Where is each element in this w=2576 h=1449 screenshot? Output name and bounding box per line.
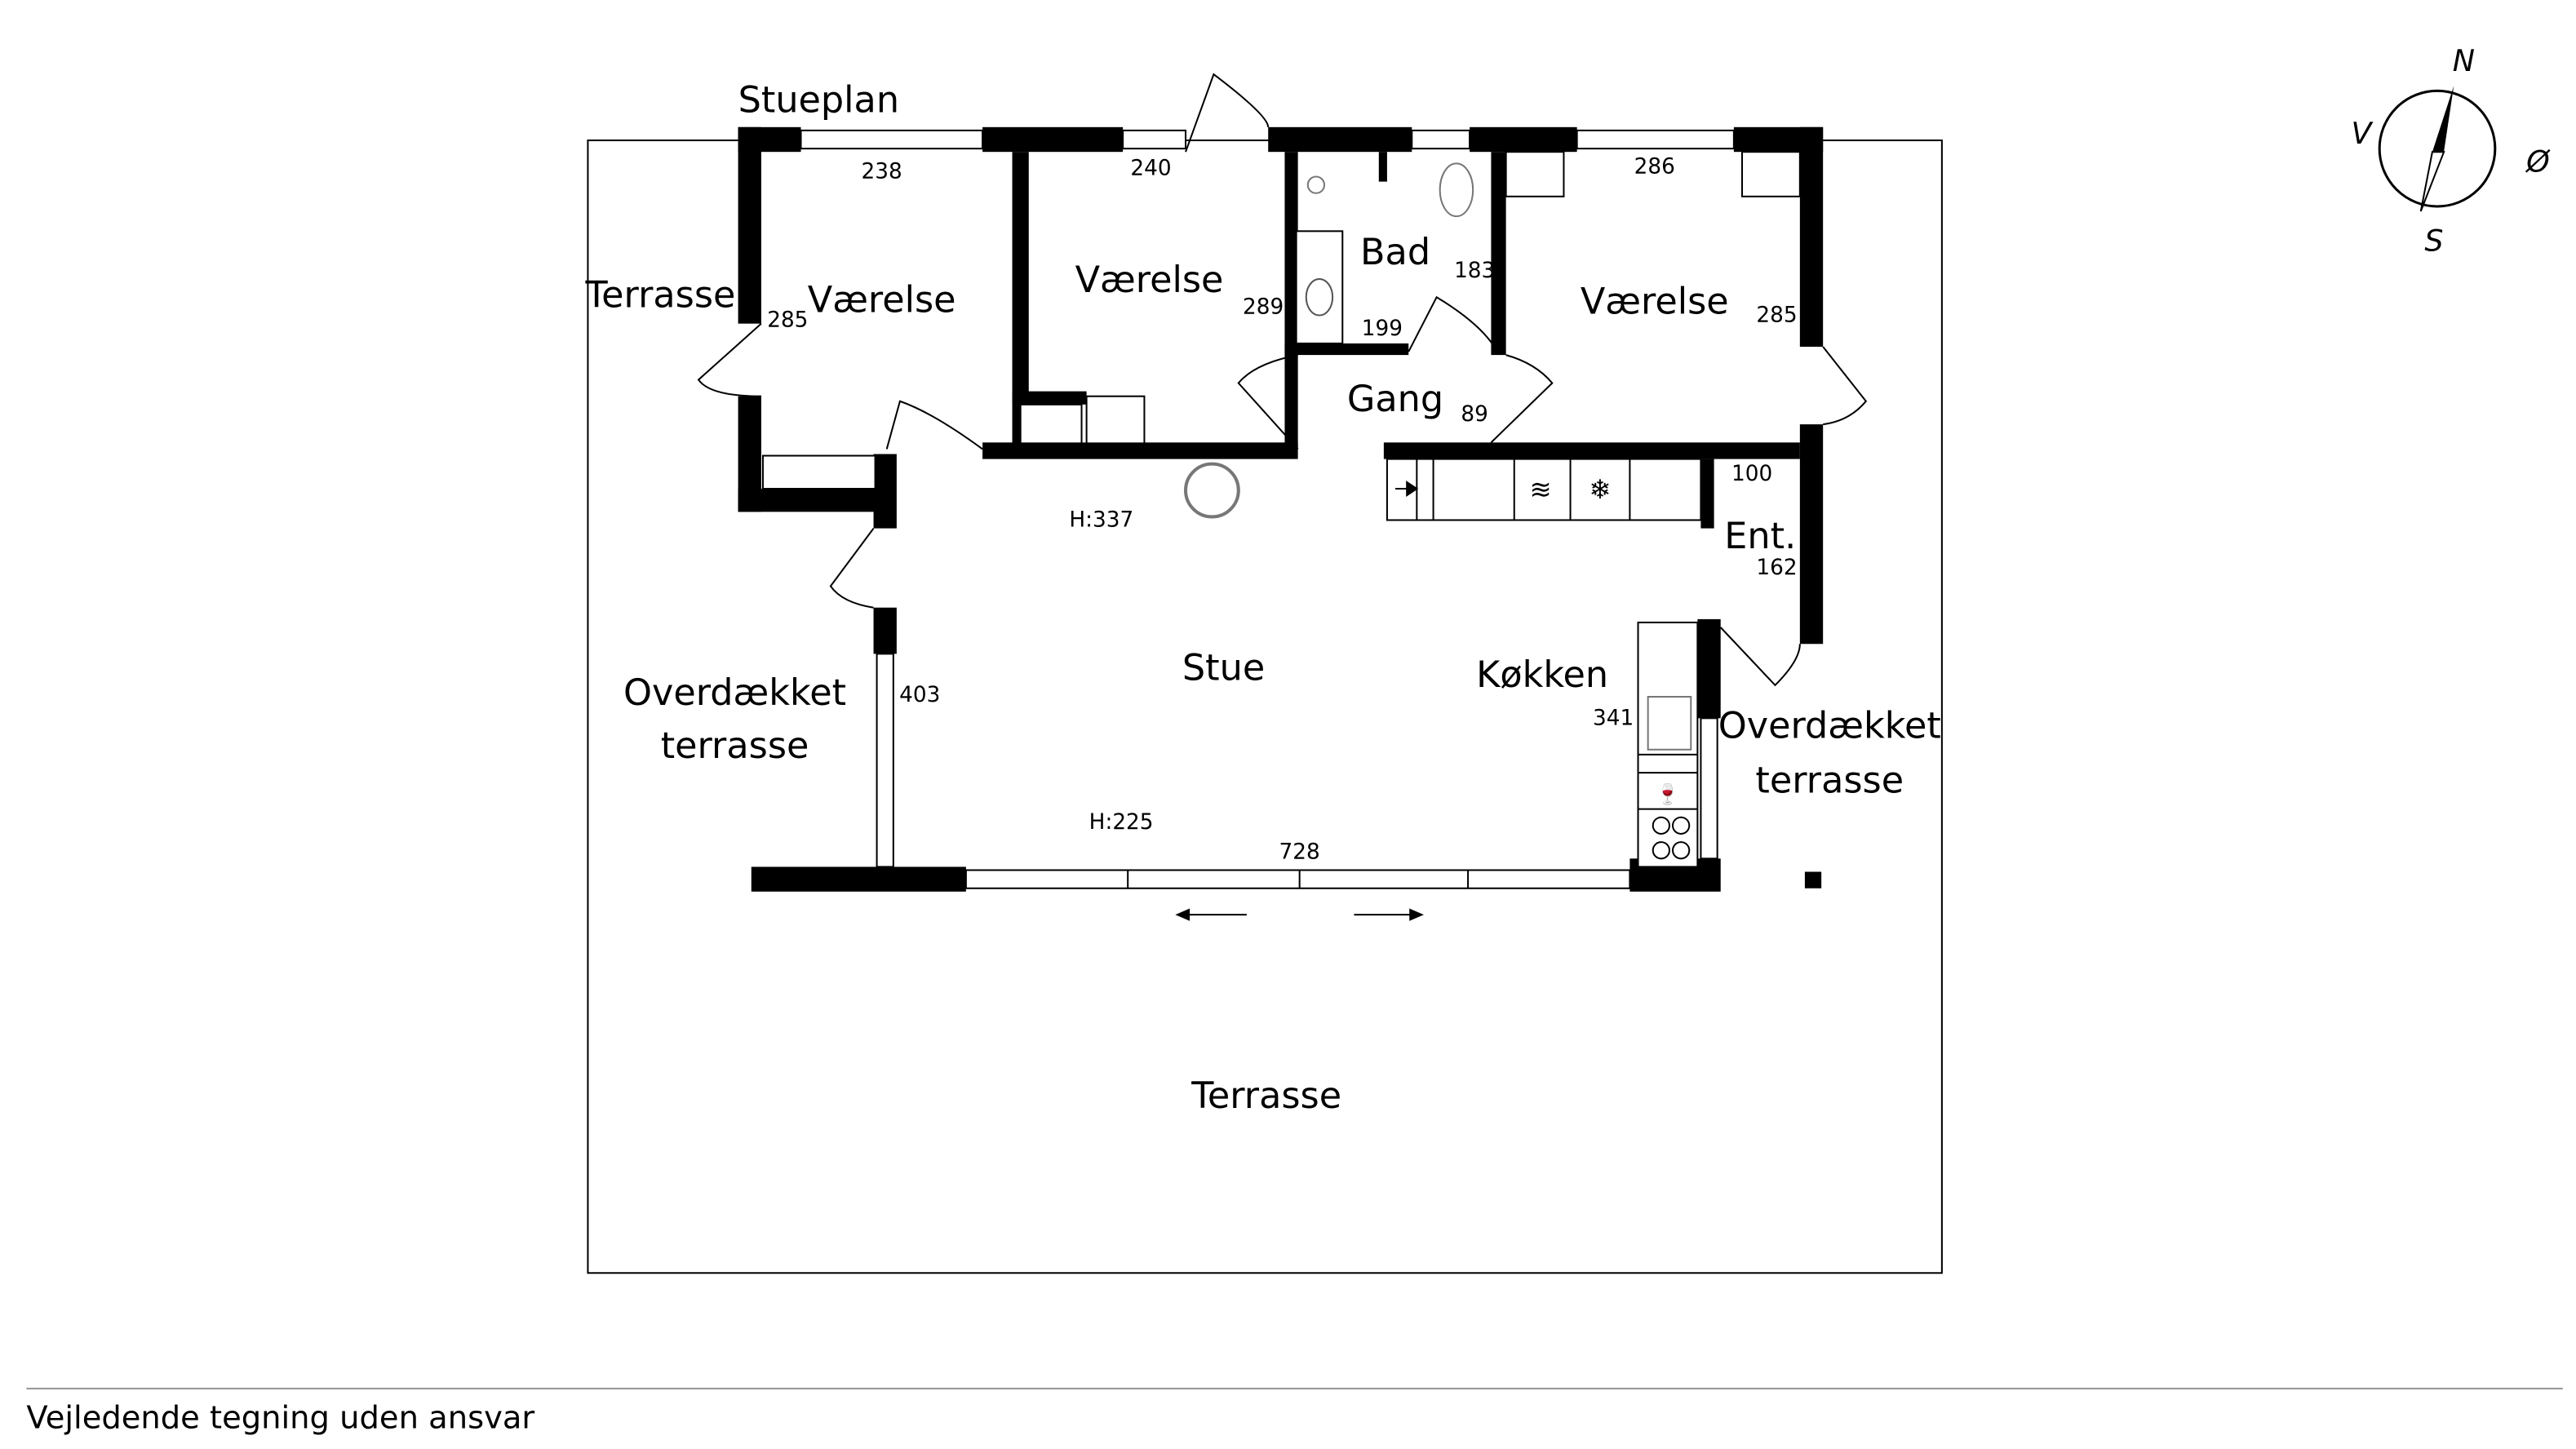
dimension: 162 <box>1756 556 1797 580</box>
oven-icon: ≋ <box>1530 474 1552 505</box>
compass: N S Ø V <box>2351 43 2551 259</box>
dimension: 183 <box>1454 259 1495 283</box>
freezer-icon: ❄ <box>1589 474 1611 505</box>
dimension: 199 <box>1362 317 1403 341</box>
dimension: 728 <box>1279 840 1320 864</box>
dimension-labels: 238 285 240 289 286 285 183 199 89 100 1… <box>767 154 1797 864</box>
dimension: 341 <box>1593 706 1634 730</box>
room-label: Overdækket <box>1718 706 1941 747</box>
compass-north: N <box>2453 43 2475 78</box>
room-label: Værelse <box>1581 281 1729 323</box>
dimension: 100 <box>1731 462 1772 486</box>
dimension: 286 <box>1634 154 1675 179</box>
dishwasher-icon: 🍷 <box>1656 782 1680 805</box>
compass-east: Ø <box>2525 144 2551 179</box>
dimension: H:225 <box>1089 810 1154 835</box>
sliding-door-arrows <box>1175 908 1424 921</box>
room-label: Overdækket <box>623 672 846 714</box>
doors <box>697 73 1868 687</box>
room-label: Bad <box>1360 232 1430 273</box>
fixtures: ≋ ❄ 🍷 <box>1184 162 1702 868</box>
dimension: 240 <box>1130 157 1171 181</box>
room-label: Stue <box>1182 648 1265 689</box>
plan-title: Stueplan <box>738 80 899 122</box>
room-label: Værelse <box>1075 259 1224 301</box>
terrace-outline <box>587 140 1943 1274</box>
walls <box>738 126 1824 892</box>
toilet-icon <box>1439 162 1474 218</box>
sink-icon <box>1305 277 1334 317</box>
room-label: terrasse <box>661 725 809 767</box>
cooktop-icon <box>1652 816 1691 860</box>
shower-icon <box>1306 175 1326 194</box>
dimension: 238 <box>862 160 902 184</box>
arrow-icon <box>1395 481 1419 498</box>
room-label: terrasse <box>1755 760 1904 801</box>
room-label: Gang <box>1347 379 1443 420</box>
room-label: Terrasse <box>585 274 736 316</box>
dimension: 403 <box>899 683 940 707</box>
dimension: 289 <box>1243 295 1284 320</box>
compass-south: S <box>2424 224 2443 259</box>
room-label: Ent. <box>1724 516 1796 557</box>
dimension: 285 <box>767 308 808 333</box>
compass-west: V <box>2351 116 2374 151</box>
dimension: H:337 <box>1069 508 1133 533</box>
room-label: Terrasse <box>1190 1075 1341 1117</box>
stove-round-icon <box>1184 462 1240 519</box>
dimension: 285 <box>1756 304 1797 328</box>
room-label: Køkken <box>1476 654 1608 696</box>
footer-disclaimer: Vejledende tegning uden ansvar <box>26 1400 534 1437</box>
dimension: 89 <box>1461 402 1488 427</box>
room-label: Værelse <box>808 279 956 321</box>
